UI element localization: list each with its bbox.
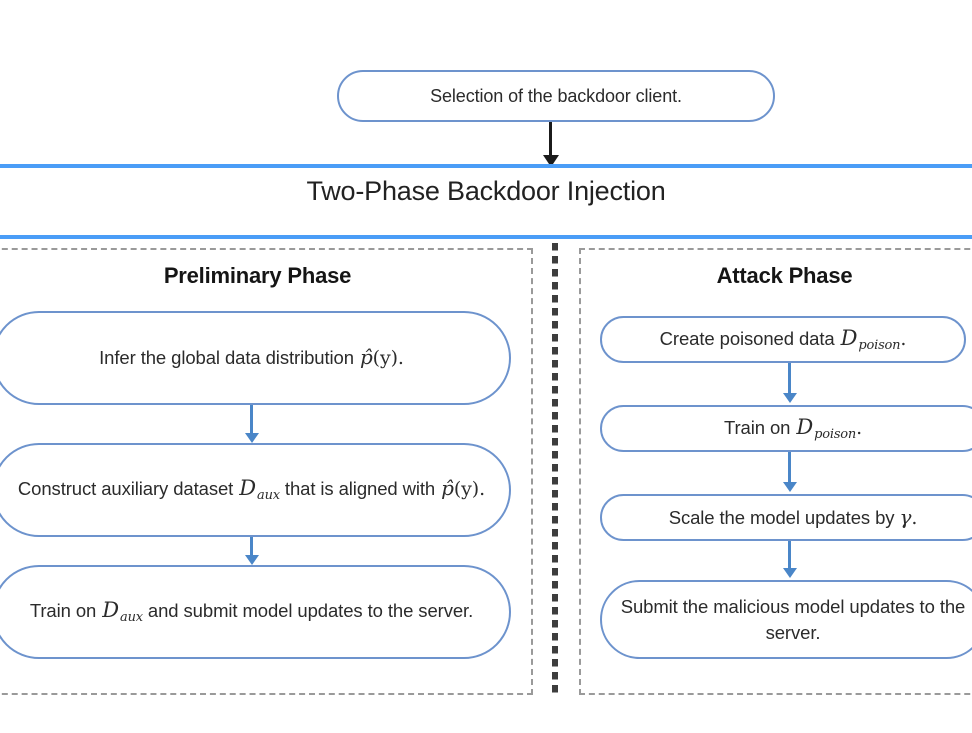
node-selection-of-backdoor-client: Selection of the backdoor client. xyxy=(337,70,775,122)
node-construct-auxiliary-dataset: Construct auxiliary dataset Daux that is… xyxy=(0,443,511,537)
node-label: Train on Daux and submit model updates t… xyxy=(29,598,474,626)
down-arrow-blue-icon xyxy=(250,537,253,556)
node-label: Scale the model updates by γ. xyxy=(668,504,918,529)
node-label: Submit the malicious model updates to th… xyxy=(620,595,966,643)
phase-divider xyxy=(552,243,558,698)
node-submit-malicious-updates: Submit the malicious model updates to th… xyxy=(600,580,972,659)
down-arrow-blue-icon xyxy=(250,405,253,434)
top-node-label: Selection of the backdoor client. xyxy=(430,85,682,106)
node-label: Construct auxiliary dataset Daux that is… xyxy=(17,476,486,504)
node-train-and-submit: Train on Daux and submit model updates t… xyxy=(0,565,511,659)
down-arrow-black-icon xyxy=(549,122,552,156)
down-arrow-blue-icon xyxy=(788,541,791,569)
node-label: Train on Dpoison. xyxy=(723,414,863,443)
panel-preliminary-phase xyxy=(0,248,533,695)
node-create-poisoned-data: Create poisoned data Dpoison. xyxy=(600,316,966,363)
banner-title: Two-Phase Backdoor Injection xyxy=(306,176,666,206)
panel-attack-phase xyxy=(579,248,972,695)
banner-rule-top xyxy=(0,164,972,168)
banner-rule-bottom xyxy=(0,235,972,239)
node-label: Infer the global data distribution p̂(y)… xyxy=(99,345,404,370)
node-scale-model-updates: Scale the model updates by γ. xyxy=(600,494,972,541)
phase-title-preliminary: Preliminary Phase xyxy=(163,263,352,288)
node-infer-distribution: Infer the global data distribution p̂(y)… xyxy=(0,311,511,405)
node-label: Create poisoned data Dpoison. xyxy=(659,325,907,354)
down-arrow-blue-icon xyxy=(788,363,791,394)
node-train-on-poison: Train on Dpoison. xyxy=(600,405,972,452)
phase-title-attack: Attack Phase xyxy=(716,263,853,288)
down-arrow-blue-icon xyxy=(788,452,791,483)
